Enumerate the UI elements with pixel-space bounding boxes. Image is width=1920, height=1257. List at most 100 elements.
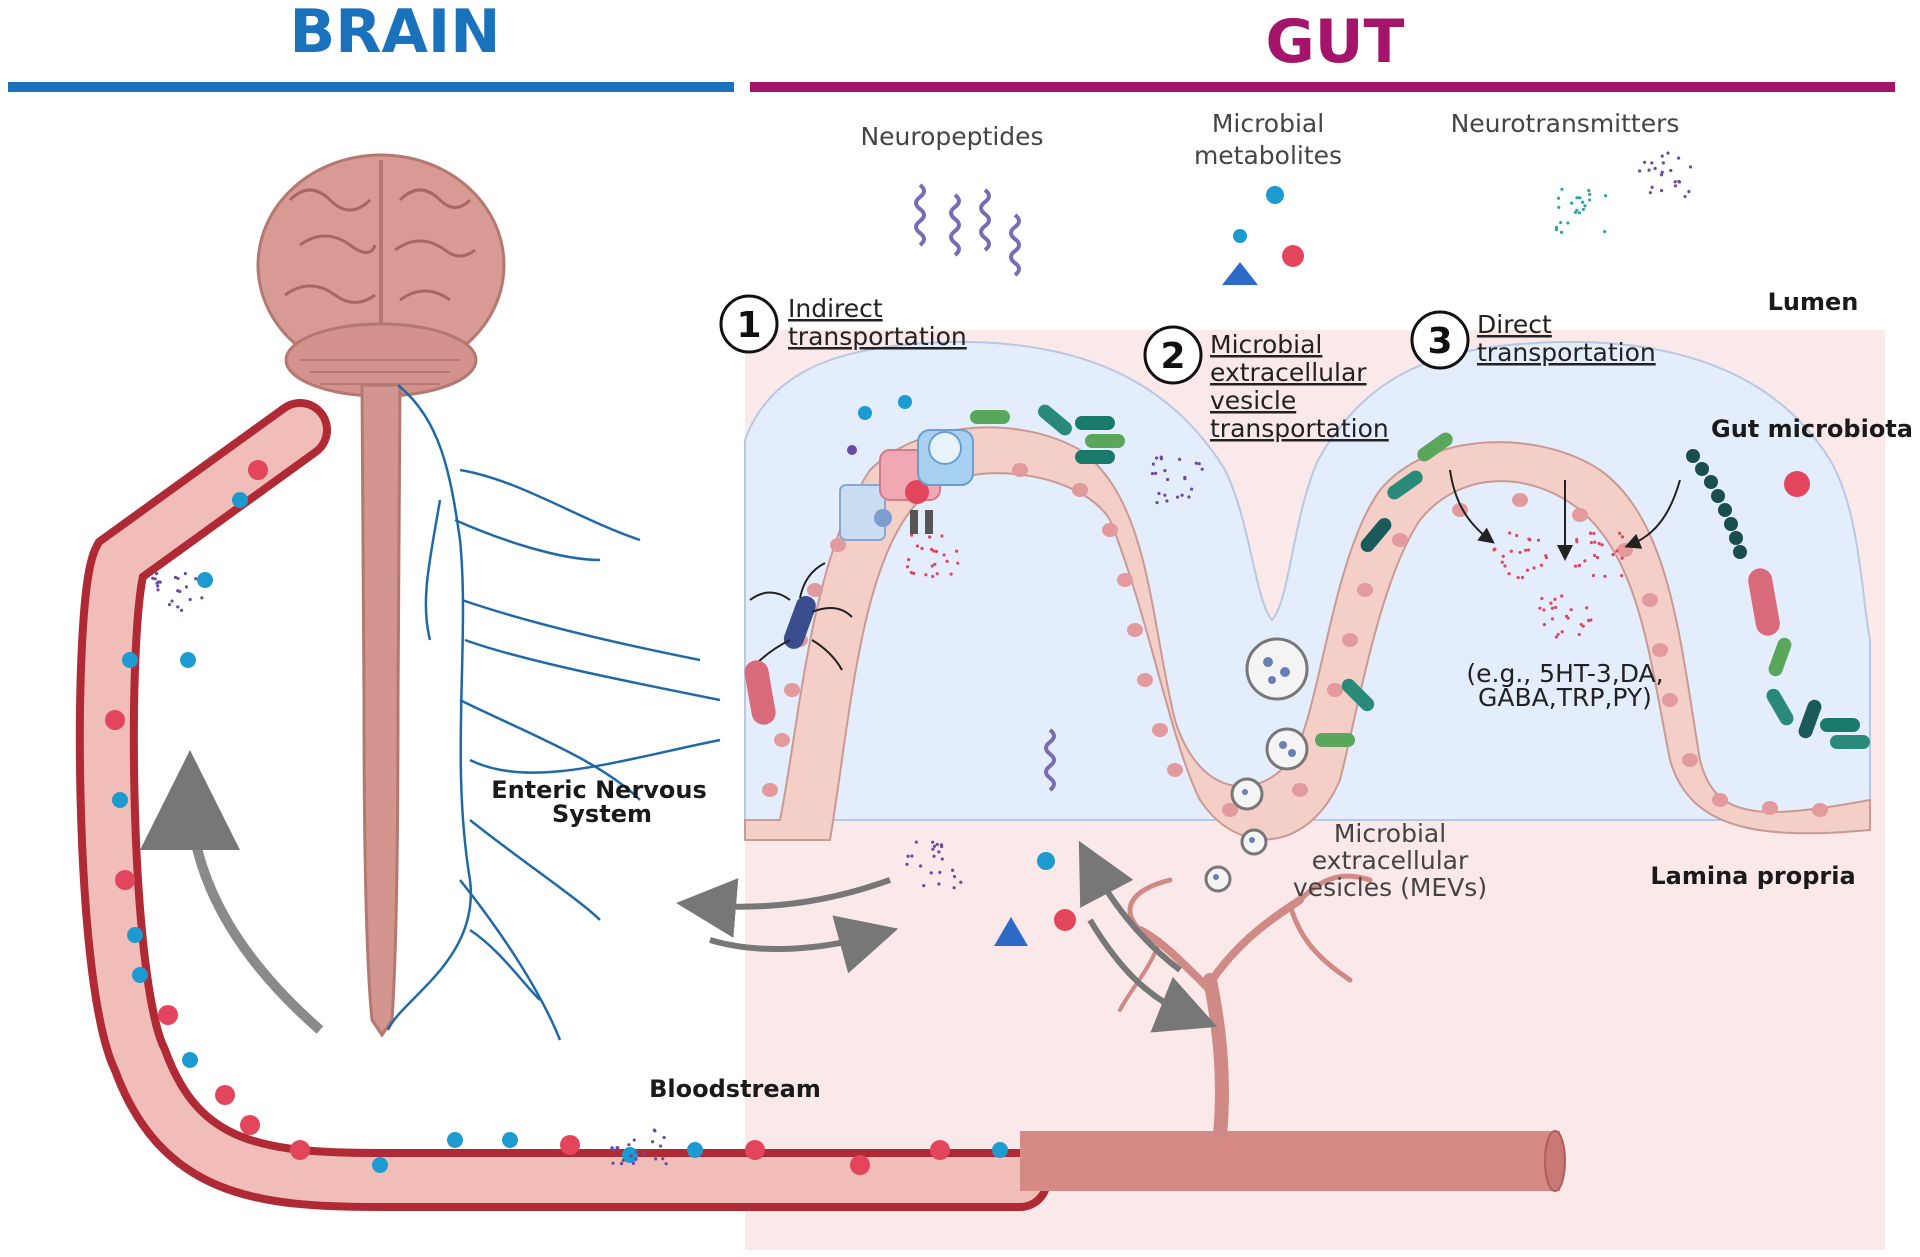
molecule-dot xyxy=(910,533,914,537)
molecule-dot xyxy=(1564,614,1569,618)
molecule-dot xyxy=(1620,574,1624,578)
molecule-dot xyxy=(939,843,944,847)
molecule-dot xyxy=(1653,166,1657,171)
molecule-dot xyxy=(611,1161,615,1165)
molecule-dot xyxy=(1573,210,1578,214)
blood-cell xyxy=(560,1135,580,1155)
molecule-dot xyxy=(1620,556,1624,560)
blood-cell xyxy=(180,652,196,668)
molecule-dot xyxy=(154,572,159,576)
molecule-dot xyxy=(1560,594,1564,598)
blood-cell xyxy=(182,1052,198,1068)
molecule-dot xyxy=(1194,461,1198,465)
brain-header: BRAIN xyxy=(290,0,501,67)
blood-cell xyxy=(112,792,128,808)
molecule-dot xyxy=(951,868,955,872)
molecule-dot xyxy=(650,1140,655,1144)
blood-cell xyxy=(240,1115,260,1135)
molecule-dot xyxy=(1557,205,1561,210)
enteric-nervous-system-label-line2: System xyxy=(552,800,652,828)
molecule-dot xyxy=(1538,606,1542,610)
molecule-dot xyxy=(1157,491,1161,496)
molecule-dot xyxy=(1163,493,1167,497)
molecule-dot xyxy=(1532,566,1536,570)
molecule-dot xyxy=(1661,161,1665,165)
molecule-dot xyxy=(170,599,174,603)
molecule-dot xyxy=(179,608,184,612)
gut-header-bar xyxy=(750,82,1895,92)
molecule-dot xyxy=(1539,563,1544,567)
molecule-dot xyxy=(1660,154,1664,158)
molecule-dot xyxy=(1560,630,1564,634)
arrow-to-capillary xyxy=(1087,918,1218,1033)
molecule-dot xyxy=(931,574,935,579)
molecule-dot xyxy=(1600,543,1604,547)
cell-nucleus xyxy=(830,538,846,552)
molecule-dot xyxy=(1526,548,1531,552)
gut-microbiota-label: Gut microbiota xyxy=(1711,415,1913,443)
molecule-dot xyxy=(1544,554,1548,558)
arrow-from-capillary xyxy=(1078,840,1182,973)
molecule-dot xyxy=(176,605,180,609)
molecule-dot xyxy=(1554,635,1559,639)
molecule-dot xyxy=(1595,555,1600,560)
molecule-dot xyxy=(940,857,944,861)
cell-nucleus xyxy=(807,583,823,597)
direct-transport-arrows xyxy=(1449,469,1681,561)
vesicle-contents-icon xyxy=(1213,657,1296,880)
molecule-dot xyxy=(1187,495,1191,499)
molecule-dot xyxy=(914,840,918,844)
molecule-dot xyxy=(1660,170,1664,174)
examples-label-line2: GABA,TRP,PY) xyxy=(1478,683,1652,712)
molecule-dot xyxy=(1560,187,1564,191)
molecule-dot xyxy=(1197,462,1201,466)
blood-cell xyxy=(850,1155,870,1175)
molecule-dot xyxy=(1569,608,1573,612)
molecule-dot xyxy=(932,844,937,848)
molecule-dot xyxy=(1553,597,1557,601)
molecule-dot xyxy=(1648,191,1652,195)
blood-cell xyxy=(105,710,125,730)
molecule-dot xyxy=(1587,188,1591,193)
molecule-dot xyxy=(1666,151,1670,155)
molecule-dot xyxy=(1150,471,1154,476)
molecule-dot xyxy=(615,1145,619,1150)
blood-cell xyxy=(930,1140,950,1160)
molecule-dot xyxy=(1647,168,1651,172)
step-2-line2: extracellular xyxy=(1210,358,1367,387)
molecule-dot xyxy=(1588,531,1593,535)
molecule-dot xyxy=(621,1158,625,1163)
molecule-dot xyxy=(1585,606,1589,610)
step-3-line1: Direct xyxy=(1477,310,1552,339)
brain-header-bar xyxy=(8,82,734,92)
molecule-dot xyxy=(1501,554,1505,558)
bacteria-icon xyxy=(744,404,1870,749)
molecule-dot xyxy=(1500,560,1504,564)
molecule-dot xyxy=(632,1138,636,1142)
lamina-metabolites-icon xyxy=(994,852,1076,946)
molecule-dot xyxy=(635,1150,639,1154)
blood-cell xyxy=(372,1157,388,1173)
molecule-dot xyxy=(1638,169,1642,173)
lamina-propria-label: Lamina propria xyxy=(1650,862,1855,890)
blood-cell xyxy=(248,460,268,480)
molecule-dot xyxy=(1581,207,1585,212)
molecule-dot xyxy=(1677,179,1681,184)
step-2: 2 Microbial extracellular vesicle transp… xyxy=(1143,325,1389,443)
molecule-dot xyxy=(949,572,953,576)
lumen-metabolites-icon xyxy=(847,395,1810,497)
molecule-dot xyxy=(1503,564,1507,568)
molecule-dot xyxy=(937,850,941,854)
molecule-dot xyxy=(1577,211,1582,215)
gut-header: GUT xyxy=(1266,7,1405,77)
molecule-dot xyxy=(1556,196,1561,200)
step-3: 3 Direct transportation xyxy=(1410,310,1656,370)
molecule-dot xyxy=(642,1152,646,1156)
molecule-dot xyxy=(1542,608,1546,612)
step-3-line2: transportation xyxy=(1477,338,1656,367)
blood-cell xyxy=(215,1085,235,1105)
molecule-dot xyxy=(935,572,939,576)
molecule-dot xyxy=(1659,173,1664,177)
step-3-number: 3 xyxy=(1427,321,1452,362)
molecule-dot xyxy=(194,577,198,581)
